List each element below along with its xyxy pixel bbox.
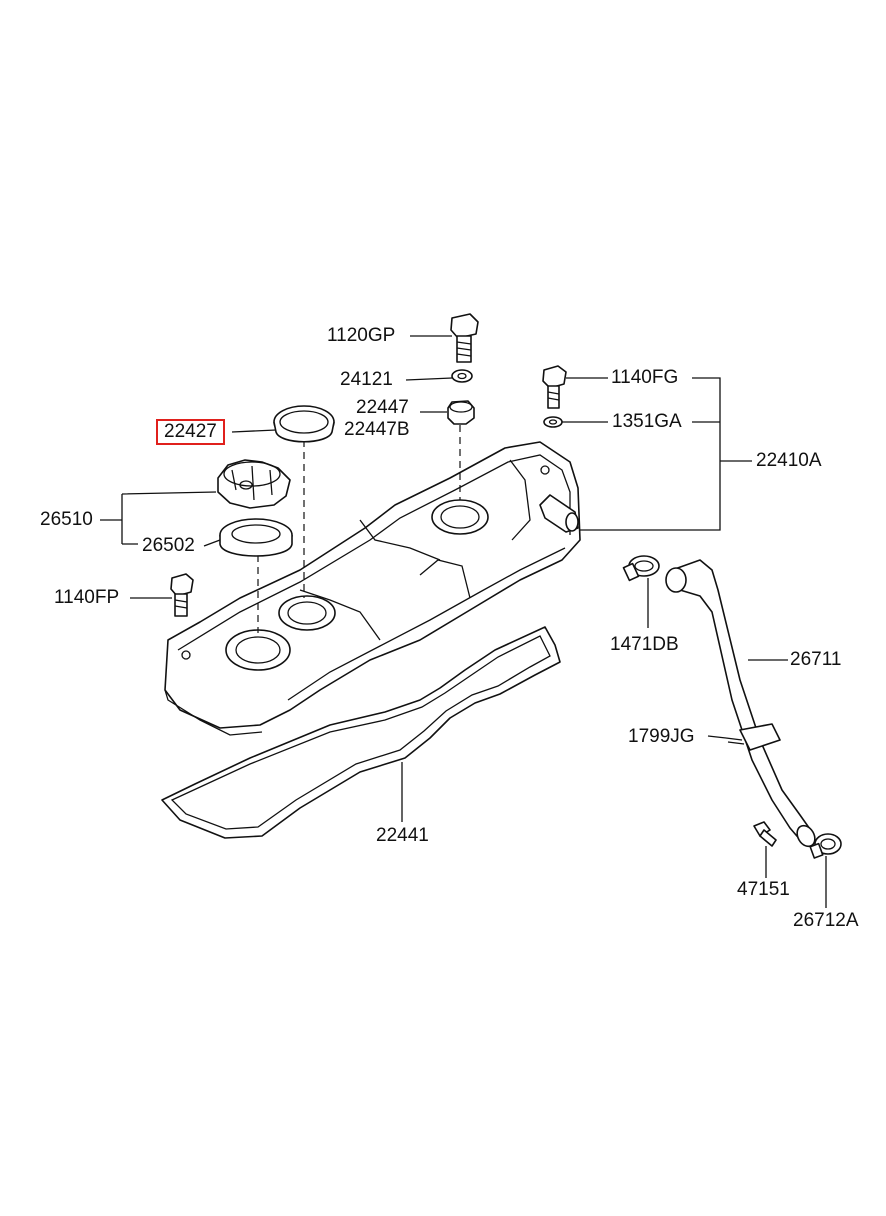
hose-clip-1799jg[interactable] [725, 723, 781, 751]
label-22427-selected[interactable]: 22427 [156, 419, 225, 445]
hose-clamp-1471db[interactable] [622, 555, 660, 582]
label-1140fg[interactable]: 1140FG [611, 367, 679, 388]
label-22441[interactable]: 22441 [376, 825, 429, 846]
screw-47151[interactable] [753, 821, 777, 847]
breather-hose-26711[interactable] [665, 559, 818, 850]
label-1140fp[interactable]: 1140FP [54, 587, 120, 608]
label-24121[interactable]: 24121 [340, 369, 393, 390]
label-26711[interactable]: 26711 [790, 649, 842, 670]
label-1351ga[interactable]: 1351GA [612, 411, 682, 432]
label-26510[interactable]: 26510 [40, 509, 93, 530]
hose-clamp-26712a[interactable] [809, 833, 842, 859]
label-1471db[interactable]: 1471DB [610, 634, 679, 655]
grommet-22447[interactable] [447, 400, 475, 425]
oil-filler-cap[interactable] [217, 459, 291, 509]
bolt-1140fg[interactable] [542, 365, 567, 409]
label-1120gp[interactable]: 1120GP [327, 325, 396, 346]
label-26712a[interactable]: 26712A [793, 910, 859, 931]
bolt-1140fp[interactable] [170, 573, 194, 617]
label-47151[interactable]: 47151 [737, 879, 790, 900]
label-22447[interactable]: 22447 [356, 397, 409, 418]
washer-1351ga[interactable] [543, 416, 563, 428]
label-22410a[interactable]: 22410A [756, 450, 822, 471]
label-22447b[interactable]: 22447B [344, 419, 410, 440]
washer-24121[interactable] [451, 369, 473, 383]
oil-cap-gasket[interactable] [219, 518, 293, 557]
plug-22427[interactable] [273, 405, 335, 443]
rocker-cover-gasket[interactable] [161, 626, 561, 839]
label-26502[interactable]: 26502 [142, 535, 195, 556]
rocker-cover[interactable] [164, 441, 581, 736]
bolt-1120gp[interactable] [450, 313, 479, 363]
label-1799jg[interactable]: 1799JG [628, 726, 695, 747]
